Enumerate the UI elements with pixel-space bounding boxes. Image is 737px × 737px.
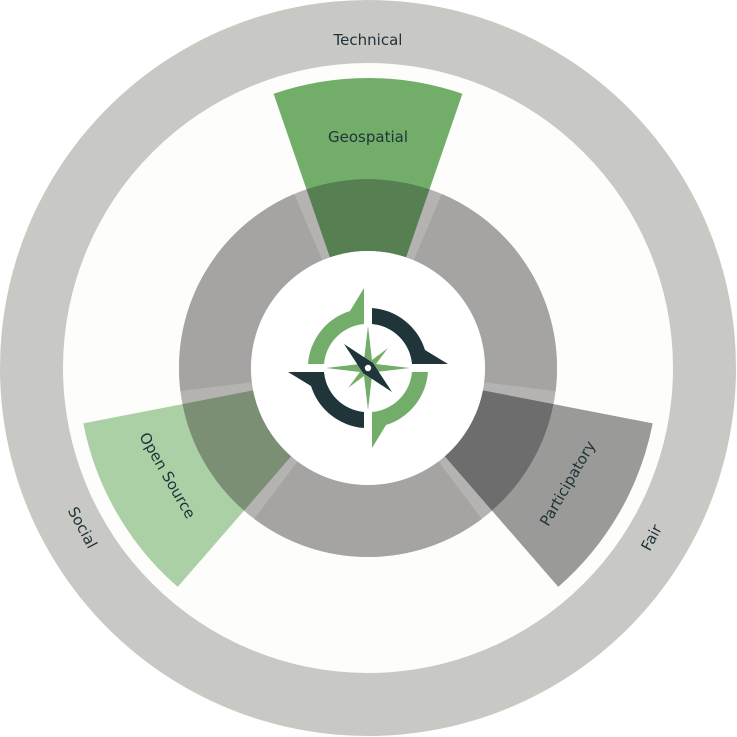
wedge-overlap-open_source [182,390,292,511]
inner-ring-segment [413,194,558,392]
inner-ring-segment [179,194,323,392]
arc-top-left [308,288,364,364]
inner-ring-segment [254,461,482,557]
wedge-geospatial [273,77,463,190]
wedge-overlap-participatory [444,390,554,511]
ring-label-technical: Technical [333,31,403,49]
wedge-label-geospatial: Geospatial [328,128,408,146]
wedge-overlap-geospatial [306,179,430,258]
arc-top-right [372,308,448,364]
compass-logo-icon [288,288,448,448]
wedge-participatory [491,404,653,587]
needle-pivot [364,364,372,372]
arc-bottom-left [288,372,364,428]
wedge-open_source [83,404,245,587]
arc-bottom-right [372,372,428,448]
